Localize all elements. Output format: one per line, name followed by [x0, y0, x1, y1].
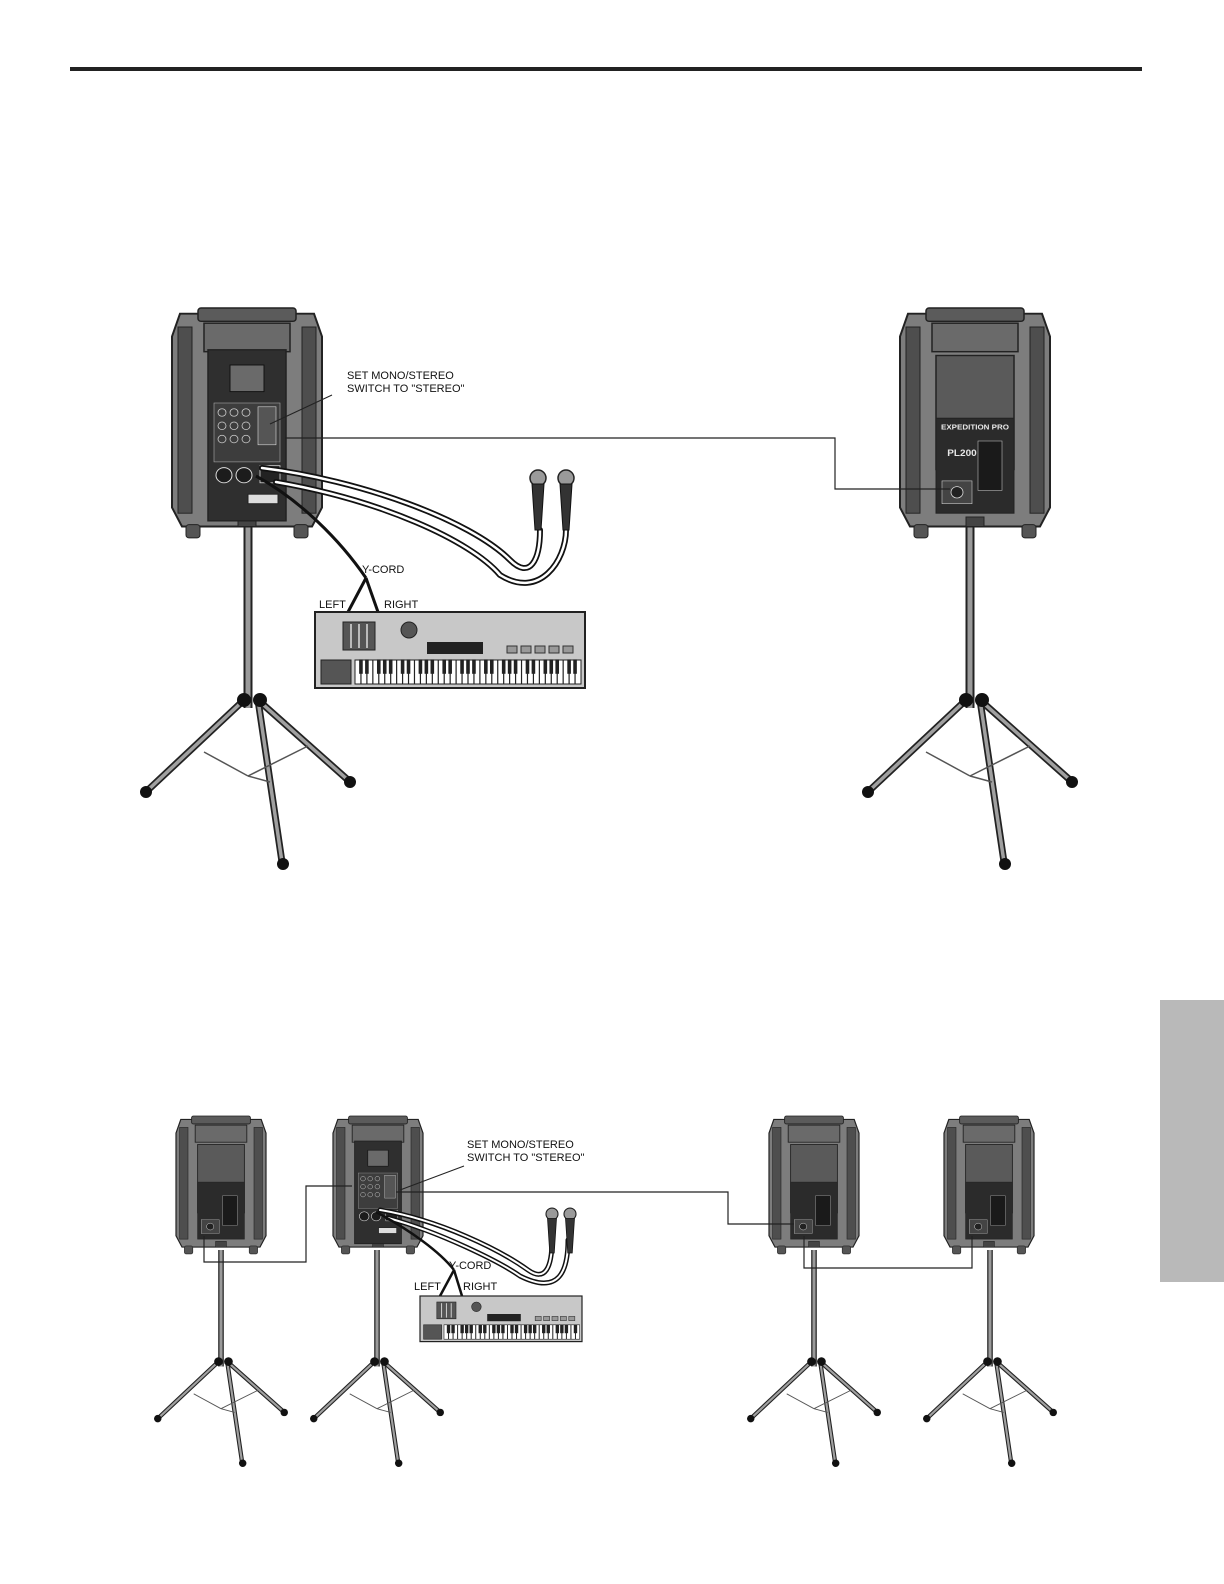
microphone: [546, 1208, 558, 1253]
switch-note-line1: SET MONO/STEREO: [467, 1139, 574, 1151]
y-cord-label: Y-CORD: [449, 1260, 491, 1272]
speaker-brand: EXPEDITION PRO: [941, 423, 1009, 432]
speaker-stand: [140, 520, 356, 870]
top-diagram: EXPEDITION PRO PL200: [140, 308, 1078, 870]
switch-note-line1: SET MONO/STEREO: [347, 370, 454, 382]
powered-speaker: [172, 308, 322, 538]
bottom-diagram: SET MONO/STEREO SWITCH TO "STEREO" Y-COR…: [154, 1116, 1057, 1467]
passive-speaker: [769, 1116, 859, 1254]
switch-note-line2: SWITCH TO "STEREO": [467, 1152, 585, 1164]
speaker-link-cable: [285, 438, 950, 489]
microphone: [530, 470, 546, 530]
speaker-stand: [862, 520, 1078, 870]
speaker-stand: [923, 1250, 1057, 1467]
passive-speaker: EXPEDITION PRO PL200: [900, 308, 1050, 538]
speaker-model: PL200: [947, 448, 977, 459]
microphone: [558, 470, 574, 530]
passive-speaker: [176, 1116, 266, 1254]
keyboard-keys: [447, 1325, 576, 1339]
speaker-stand: [747, 1250, 881, 1467]
speaker-stand: [154, 1250, 288, 1467]
switch-note-line2: SWITCH TO "STEREO": [347, 383, 465, 395]
y-cord-label: Y-CORD: [362, 564, 404, 576]
right-label: RIGHT: [463, 1281, 498, 1293]
left-label: LEFT: [319, 599, 346, 611]
right-label: RIGHT: [384, 599, 419, 611]
left-label: LEFT: [414, 1281, 441, 1293]
passive-speaker: [944, 1116, 1034, 1254]
